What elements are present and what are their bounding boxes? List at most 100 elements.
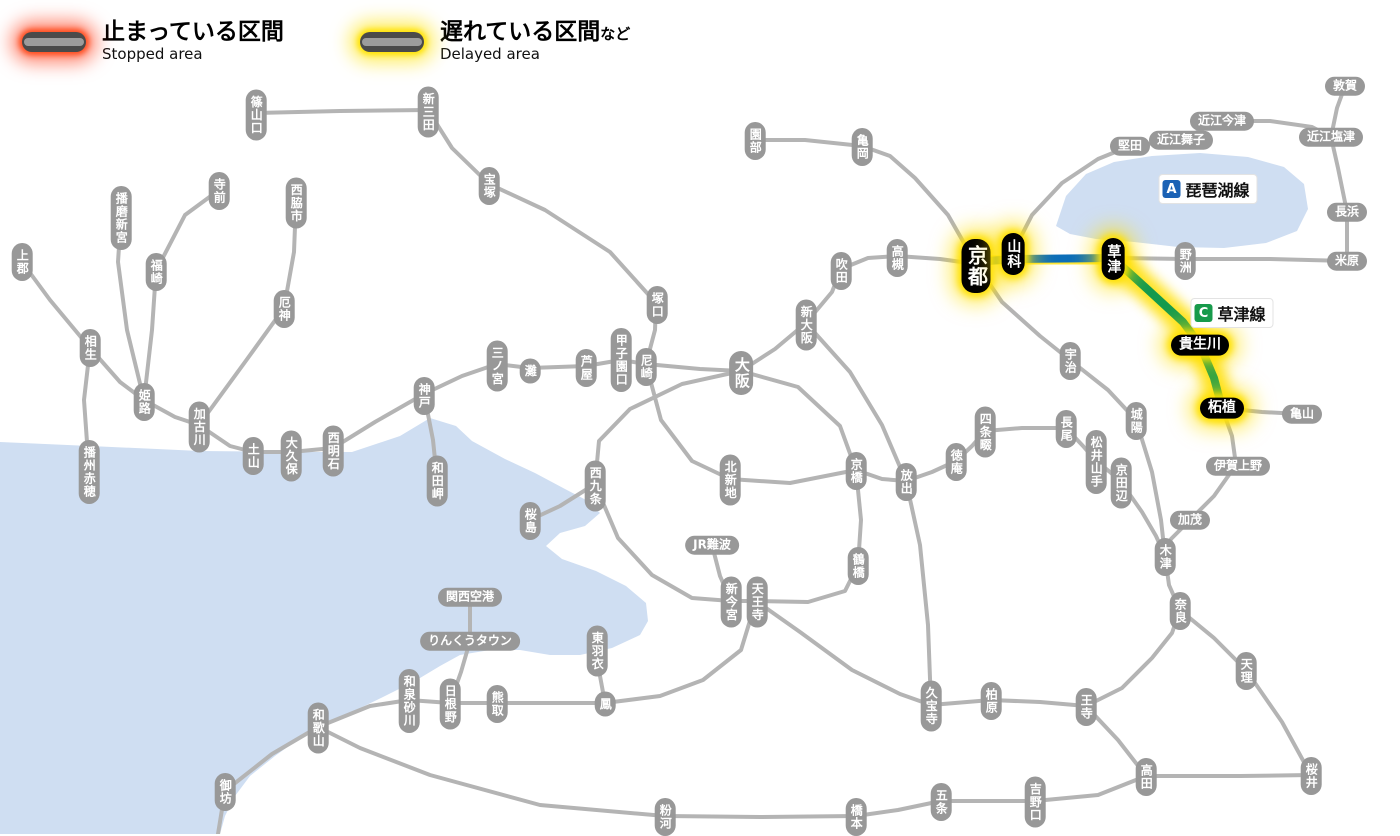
station-pill: 奈良 — [1169, 592, 1191, 630]
station-pill: 久宝寺 — [920, 680, 942, 732]
station-pill: 京田辺 — [1110, 457, 1132, 509]
station-pill: 吉野口 — [1024, 776, 1046, 828]
station-pill: 甲子園口 — [610, 328, 632, 392]
rail-line — [710, 543, 1182, 708]
legend-delayed-text: 遅れている区間など Delayed area — [439, 19, 631, 64]
station-pill: 長尾 — [1055, 410, 1077, 448]
legend-delayed: 遅れている区間など Delayed area — [359, 19, 631, 64]
station-pill: 城陽 — [1125, 402, 1147, 440]
station-pill: 御坊 — [214, 773, 236, 811]
station-pill: 近江今津 — [1189, 111, 1255, 131]
line-letter-icon: C — [1194, 304, 1213, 322]
station-pill: 堅田 — [1109, 136, 1151, 156]
legend-stopped-label-jp: 止まっている区間 — [102, 19, 284, 45]
station-pill: 灘 — [519, 358, 541, 384]
station-pill: 柏原 — [980, 682, 1002, 720]
station-pill: 加茂 — [1169, 510, 1211, 530]
station-pill: 尼崎 — [635, 348, 657, 386]
station-pill: 神戸 — [413, 377, 435, 415]
delayed-area-icon — [359, 31, 424, 52]
station-pill: 野洲 — [1174, 242, 1196, 280]
station-pill: 近江舞子 — [1148, 130, 1214, 150]
rail-line — [1144, 608, 1313, 778]
legend-stopped-text: 止まっている区間 Stopped area — [102, 19, 284, 64]
station-pill: 徳庵 — [945, 443, 967, 481]
delay-glow — [1100, 245, 1235, 421]
rail-line — [1329, 84, 1349, 263]
station-pill: 相生 — [79, 329, 101, 367]
station-pill: 山科 — [1001, 233, 1025, 275]
station-pill: 近江塩津 — [1298, 127, 1364, 147]
station-pill: 和泉砂川 — [398, 669, 420, 733]
station-pill: 亀岡 — [851, 128, 873, 166]
station-pill: 厄神 — [273, 290, 295, 328]
station-pill: りんくうタウン — [420, 631, 520, 651]
line-name: 草津線 — [1217, 305, 1266, 324]
legend-delayed-label-suffix: など — [600, 25, 631, 43]
station-pill: JR難波 — [685, 535, 739, 555]
station-pill: 加古川 — [188, 401, 210, 453]
legend-delayed-label-en: Delayed area — [439, 45, 540, 64]
stopped-area-icon — [22, 31, 86, 52]
station-pill: 芦屋 — [575, 349, 597, 387]
rail-line — [216, 725, 320, 834]
station-pill: 大久保 — [280, 430, 302, 482]
station-pill: 米原 — [1326, 251, 1368, 271]
station-pill: 亀山 — [1281, 404, 1323, 424]
station-pill: 西九条 — [584, 460, 606, 512]
station-pill: 西明石 — [322, 425, 344, 477]
station-pill: 篠山口 — [245, 89, 267, 141]
station-pill: 松井山手 — [1085, 430, 1107, 494]
station-pill: 長浜 — [1326, 202, 1368, 222]
station-pill: 桜島 — [519, 502, 541, 540]
station-pill: 北新地 — [719, 454, 741, 506]
station-pill: 木津 — [1154, 538, 1176, 576]
rail-line — [974, 262, 1167, 558]
station-pill: 鳳 — [594, 691, 616, 717]
station-pill: 草津 — [1101, 238, 1125, 280]
rail-line — [753, 138, 978, 266]
legend-stopped-label-en: Stopped area — [102, 45, 203, 64]
line-letter-icon: A — [1162, 180, 1181, 198]
rail-line — [142, 188, 221, 402]
station-pill: 大阪 — [729, 351, 753, 395]
kusatsu-line-delayed-segment — [1109, 254, 1226, 412]
station-pill: 橋本 — [845, 798, 867, 836]
water-area — [0, 418, 648, 834]
station-pill: 放出 — [895, 463, 917, 501]
station-pill: 吹田 — [830, 252, 852, 290]
station-pill: 新三田 — [417, 86, 439, 138]
station-pill: 粉河 — [654, 798, 676, 836]
station-pill: 園部 — [744, 122, 766, 160]
biwako-line-delayed-segment — [972, 254, 1117, 266]
line-name: 琵琶湖線 — [1185, 181, 1250, 200]
station-pill: 東羽衣 — [586, 625, 608, 677]
station-pill: 上郡 — [11, 243, 33, 281]
station-pill: 熊取 — [486, 685, 508, 723]
rail-line — [1163, 406, 1238, 612]
station-pill: 桜井 — [1300, 757, 1322, 795]
station-pill: 三ノ宮 — [486, 340, 508, 392]
station-pill: 土山 — [242, 437, 264, 475]
station-pill: 敦賀 — [1324, 76, 1366, 96]
station-pill: 貴生川 — [1171, 334, 1229, 356]
station-pill: 播州赤穂 — [78, 440, 100, 504]
station-pill: 寺前 — [208, 172, 230, 210]
station-pill: 高田 — [1135, 758, 1157, 796]
station-pill: 鶴橋 — [847, 547, 869, 585]
legend-stopped: 止まっている区間 Stopped area — [22, 19, 284, 64]
legend: 止まっている区間 Stopped area 遅れている区間など Delayed … — [22, 19, 631, 64]
station-pill: 天王寺 — [746, 576, 768, 628]
station-pill: 新今宮 — [720, 576, 742, 628]
station-pill: 和歌山 — [307, 702, 329, 754]
station-pill: 柘植 — [1200, 397, 1244, 419]
station-pill: 王寺 — [1075, 688, 1097, 726]
station-pill: 塚口 — [646, 286, 668, 324]
station-pill: 五条 — [930, 783, 952, 821]
station-pill: 宇治 — [1059, 342, 1081, 380]
station-pill: 京橋 — [845, 452, 867, 490]
station-pill: 西脇市 — [285, 177, 307, 229]
